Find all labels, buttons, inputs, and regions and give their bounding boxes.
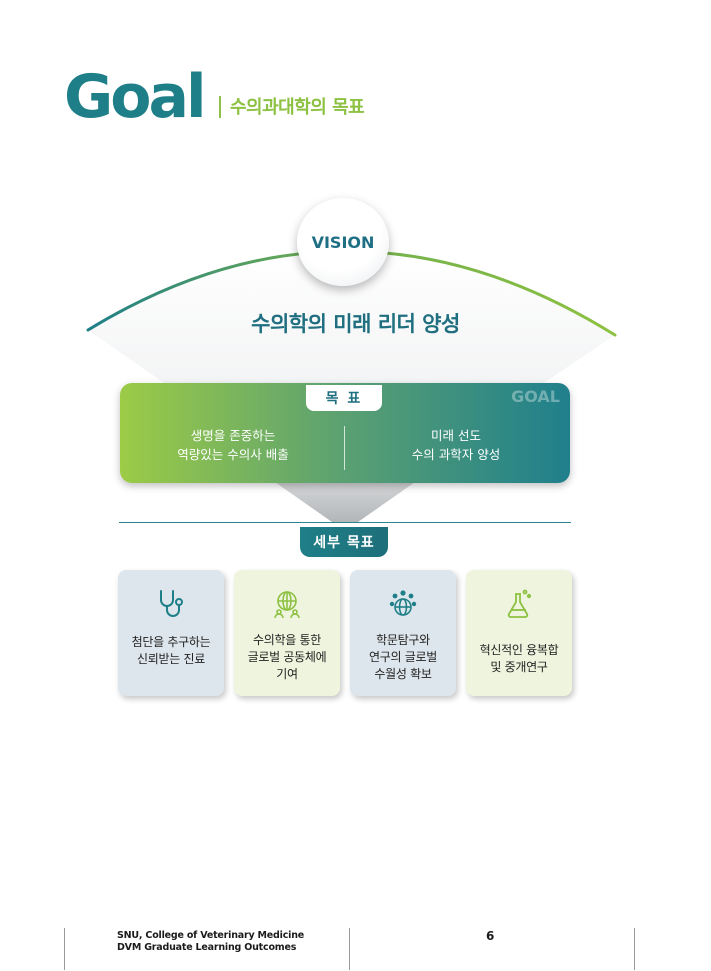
detail-card-line: 및 중개연구: [490, 660, 548, 674]
detail-card-text: 학문탐구와 연구의 글로벌 수월성 확보: [350, 632, 456, 683]
detail-card-line: 첨단을 추구하는: [131, 635, 211, 649]
detail-card-text: 혁신적인 융복합 및 중개연구: [466, 642, 572, 676]
page-number: 6: [486, 929, 495, 943]
detail-card-line: 글로벌 공동체에: [247, 650, 327, 664]
footer-bar-middle: [349, 928, 350, 970]
detail-card-line: 신뢰받는 진료: [137, 652, 205, 666]
vision-badge: VISION: [297, 198, 389, 286]
goal-right-line: 미래 선도: [431, 428, 481, 443]
detail-card-line: 수의학을 통한: [253, 633, 321, 647]
people-globe-icon: [389, 590, 417, 616]
detail-card-convergence: 혁신적인 융복합 및 중개연구: [466, 570, 572, 696]
detail-card-line: 학문탐구와: [376, 633, 430, 647]
detail-card-line: 연구의 글로벌: [369, 650, 437, 664]
header-divider: [219, 96, 221, 118]
flask-icon: [507, 589, 532, 618]
globe-network-icon: [274, 591, 300, 619]
detail-card-text: 첨단을 추구하는 신뢰받는 진료: [118, 634, 224, 668]
goal-left-line: 역량있는 수의사 배출: [177, 447, 289, 462]
detail-card-line: 혁신적인 융복합: [479, 643, 559, 657]
footer-line-2: DVM Graduate Learning Outcomes: [117, 942, 297, 953]
detail-card-global: 수의학을 통한 글로벌 공동체에 기여: [234, 570, 340, 696]
stethoscope-icon: [160, 590, 183, 617]
page-title: Goal: [64, 62, 207, 132]
goal-left-line: 생명을 존중하는: [190, 428, 276, 443]
section-separator: [119, 522, 571, 523]
detail-card-line: 기여: [276, 667, 298, 681]
detail-card-research: 학문탐구와 연구의 글로벌 수월성 확보: [350, 570, 456, 696]
footer-line-1: SNU, College of Veterinary Medicine: [117, 930, 305, 941]
page-subtitle: 수의과대학의 목표: [230, 97, 365, 118]
goal-divider: [344, 426, 345, 470]
goal-right-line: 수의 과학자 양성: [411, 447, 501, 462]
goal-badge: 목 표: [306, 385, 382, 411]
goal-left-text: 생명을 존중하는 역량있는 수의사 배출: [123, 426, 343, 464]
detail-card-clinical: 첨단을 추구하는 신뢰받는 진료: [118, 570, 224, 696]
goal-watermark: GOAL: [511, 387, 560, 406]
footer-bar-right: [634, 928, 635, 970]
detail-card-line: 수월성 확보: [374, 667, 432, 681]
goal-funnel: [272, 480, 418, 522]
goal-right-text: 미래 선도 수의 과학자 양성: [346, 426, 566, 464]
vision-statement: 수의학의 미래 리더 양성: [251, 312, 460, 336]
detail-card-text: 수의학을 통한 글로벌 공동체에 기여: [234, 632, 340, 683]
vision-label: VISION: [311, 232, 375, 252]
footer-bar-left: [64, 928, 65, 970]
detail-goals-badge: 세부 목표: [300, 527, 388, 557]
footer-text: SNU, College of Veterinary Medicine DVM …: [117, 930, 304, 954]
